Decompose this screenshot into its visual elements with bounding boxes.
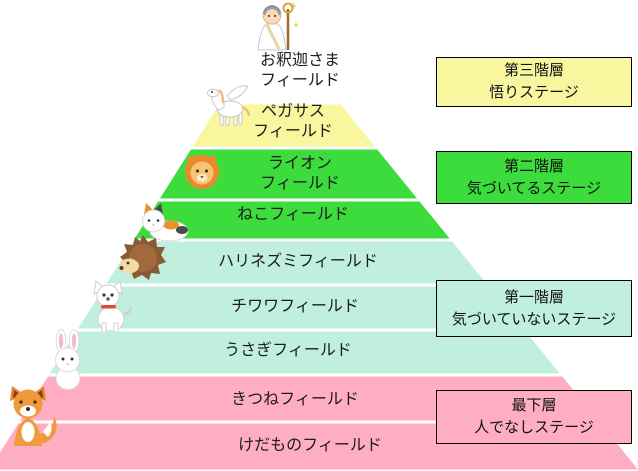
level-label-usagi: うさぎフィールド [224,342,352,359]
tier-box-1: 第一階層 気づいていないステージ [436,280,632,337]
level-label-oshakasama: お釈迦さま フィールド [259,52,341,89]
pegasus-icon [207,85,251,126]
tier-box-2: 第二階層 気づいてるステージ [436,151,632,204]
level-label-harinezumi: ハリネズミフィールド [218,253,378,270]
fox-icon [10,386,57,446]
lion-icon [185,155,219,189]
tier-box-3: 第三階層 悟りステージ [436,57,632,107]
level-label-neko: ねこフィールド [237,206,349,223]
level-label-kedamono: けだものフィールド [238,437,382,454]
level-label-pegasus: ペガサス フィールド [253,103,333,140]
level-label-lion: ライオン フィールド [260,155,340,192]
tier-box-0: 最下層 人でなしステージ [436,390,632,444]
chihuahua-icon [93,280,133,332]
level-label-chihuahua: チワワフィールド [231,298,359,315]
hedgehog-icon [119,235,166,280]
rabbit-icon [55,329,81,390]
level-label-kitsune: きつねフィールド [231,391,359,408]
buddha-icon [257,2,299,51]
cat-icon [142,203,189,242]
